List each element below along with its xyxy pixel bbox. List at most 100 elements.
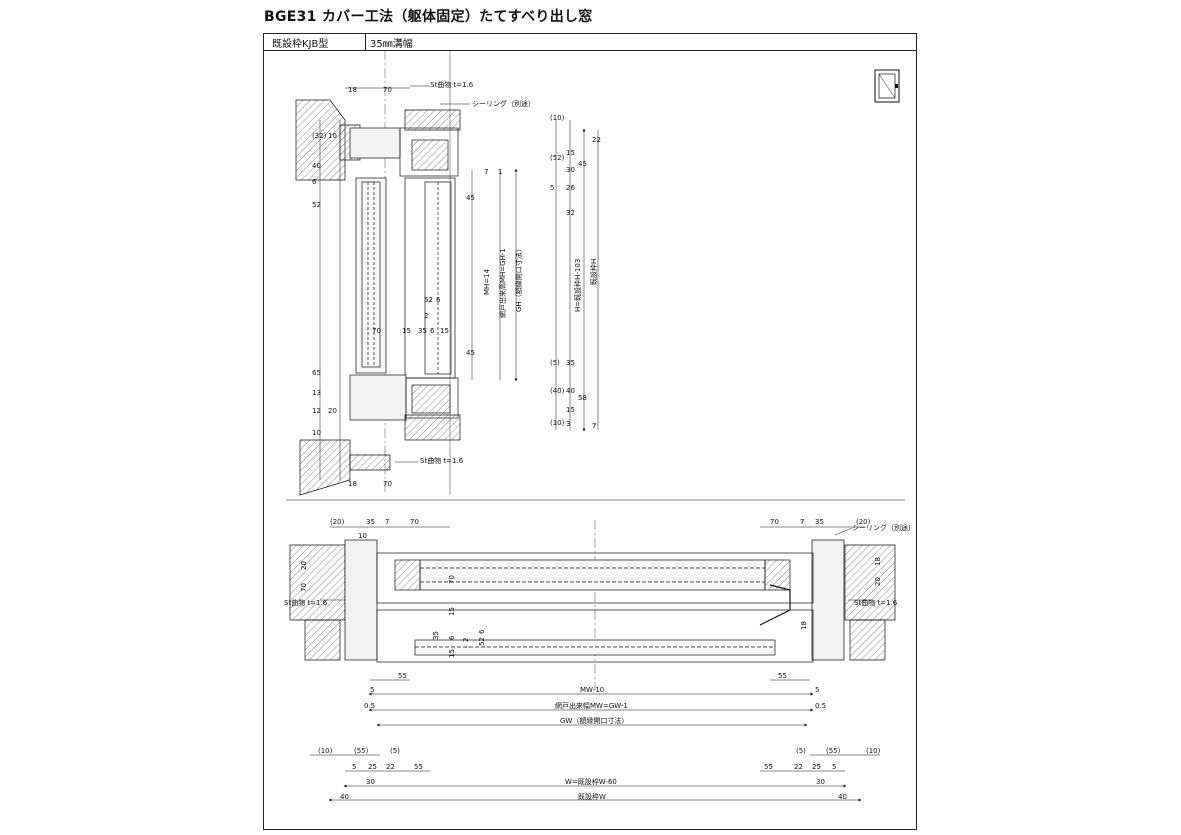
svg-text:10: 10 bbox=[358, 532, 367, 540]
svg-text:70: 70 bbox=[300, 583, 308, 592]
svg-text:52: 52 bbox=[478, 637, 486, 646]
svg-text:既設枠H: 既設枠H bbox=[589, 259, 598, 285]
h-top-left-dims: (20) 35 7 70 10 bbox=[330, 518, 419, 540]
svg-text:MH=14: MH=14 bbox=[483, 268, 491, 295]
svg-text:25: 25 bbox=[812, 763, 821, 771]
dim-inner-6: 6 bbox=[436, 296, 441, 304]
spec-header: 既設枠KJB型 35㎜溝幅 bbox=[264, 34, 916, 51]
svg-text:58: 58 bbox=[578, 394, 587, 402]
h-inner-dims: 70 15 35 6 2 15 52 6 18 bbox=[432, 575, 808, 658]
h-row4-left: (10) (55) (5) bbox=[318, 747, 400, 755]
svg-text:70: 70 bbox=[770, 518, 779, 526]
svg-text:(5): (5) bbox=[550, 359, 560, 367]
svg-text:18: 18 bbox=[800, 621, 808, 630]
vertical-label-screen-h: 網戸出来高MH=GH-1 bbox=[498, 248, 507, 318]
svg-text:6: 6 bbox=[478, 629, 486, 634]
svg-text:(5): (5) bbox=[390, 747, 400, 755]
h-row6-right: 30 bbox=[816, 778, 825, 786]
dim-left-40: 40 bbox=[312, 162, 321, 170]
dim-inner-35: 35 bbox=[418, 327, 427, 335]
svg-text:H=既設枠H-103: H=既設枠H-103 bbox=[573, 259, 582, 312]
h-row7-label: 既設枠W bbox=[578, 792, 606, 801]
svg-text:30: 30 bbox=[566, 166, 575, 174]
h-sealing-callout: シーリング（別途） bbox=[852, 523, 915, 532]
svg-text:20: 20 bbox=[300, 561, 308, 570]
dim-top-18: 18 bbox=[348, 86, 357, 94]
svg-text:22: 22 bbox=[592, 136, 601, 144]
dim-left-6: 6 bbox=[312, 178, 317, 186]
dim-left-20: 20 bbox=[328, 407, 337, 415]
h-row7-left: 40 bbox=[340, 793, 349, 801]
svg-text:7: 7 bbox=[385, 518, 389, 526]
svg-text:(20): (20) bbox=[330, 518, 345, 526]
svg-text:(10): (10) bbox=[318, 747, 333, 755]
h-st-left-callout: St曲物 t=1.6 bbox=[284, 598, 328, 607]
frame-type-label: 既設枠KJB型 bbox=[272, 39, 329, 50]
svg-text:32: 32 bbox=[566, 209, 575, 217]
svg-text:35: 35 bbox=[432, 631, 440, 640]
svg-text:35: 35 bbox=[366, 518, 375, 526]
window-elevation-icon bbox=[874, 69, 900, 103]
h-row2-right: 0.5 bbox=[815, 702, 826, 710]
svg-text:2: 2 bbox=[462, 638, 470, 642]
svg-text:45: 45 bbox=[578, 160, 587, 168]
h-row7-right: 40 bbox=[838, 793, 847, 801]
horizontal-section-labels: シーリング（別途） St曲物 t=1.6 St曲物 t=1.6 (20) 35 … bbox=[284, 518, 915, 801]
h-dim-55-left: 55 bbox=[398, 672, 407, 680]
page-title: BGE31 カバー工法（躯体固定）たてすべり出し窓 bbox=[264, 9, 593, 25]
h-row1-left: 5 bbox=[370, 686, 374, 694]
h-row2-left: 0.5 bbox=[364, 702, 375, 710]
h-row6-label: W=既設枠W-60 bbox=[565, 777, 617, 786]
h-row3-label: GW（額縁開口寸法） bbox=[560, 716, 628, 725]
inner-dims: 52 6 2 70 15 35 6 15 bbox=[372, 296, 449, 335]
drawing-frame: 既設枠KJB型 35㎜溝幅 bbox=[263, 33, 917, 830]
svg-text:22: 22 bbox=[386, 763, 395, 771]
dim-bottom-18: 18 bbox=[348, 480, 357, 488]
svg-text:40: 40 bbox=[566, 387, 575, 395]
svg-text:網戸出来高MH=GH-1: 網戸出来高MH=GH-1 bbox=[498, 248, 507, 318]
dim-inner-15: 15 bbox=[402, 327, 411, 335]
svg-text:22: 22 bbox=[794, 763, 803, 771]
st-top-callout: St曲物 t=1.6 bbox=[430, 80, 474, 89]
svg-text:(10): (10) bbox=[550, 419, 565, 427]
dim-left-52: 52 bbox=[312, 201, 321, 209]
svg-text:55: 55 bbox=[764, 763, 773, 771]
svg-text:15: 15 bbox=[448, 649, 456, 658]
svg-text:35: 35 bbox=[566, 359, 575, 367]
vertical-label-existing-h: 既設枠H bbox=[589, 259, 598, 285]
dim-left-13: 13 bbox=[312, 389, 321, 397]
svg-text:(55): (55) bbox=[354, 747, 369, 755]
svg-text:15: 15 bbox=[566, 406, 575, 414]
dim-inner-70: 70 bbox=[372, 327, 381, 335]
svg-text:7: 7 bbox=[800, 518, 804, 526]
dim-center-1: 1 bbox=[498, 168, 502, 176]
svg-text:70: 70 bbox=[410, 518, 419, 526]
center-dims: 7 45 45 1 bbox=[466, 168, 502, 357]
svg-text:(52): (52) bbox=[550, 154, 565, 162]
svg-text:5: 5 bbox=[832, 763, 836, 771]
h-row6-left: 30 bbox=[366, 778, 375, 786]
right-dims-c: 22 45 58 7 bbox=[578, 136, 601, 430]
right-dims-b: 15 30 26 32 35 40 15 3 bbox=[566, 149, 575, 428]
dim-center-45b: 45 bbox=[466, 349, 475, 357]
right-dims-a: (10) (52) 5 (5) (40) (10) bbox=[550, 114, 565, 427]
svg-text:(20): (20) bbox=[856, 518, 871, 526]
h-top-right-dims: 70 7 35 (20) bbox=[770, 518, 871, 526]
svg-text:(55): (55) bbox=[826, 747, 841, 755]
h-side-left-dims: 70 20 bbox=[300, 561, 308, 592]
h-row1-right: 5 bbox=[815, 686, 819, 694]
svg-text:GH（額縁開口寸法）: GH（額縁開口寸法） bbox=[514, 245, 523, 312]
dim-left-10: 10 bbox=[328, 132, 337, 140]
dim-top-70: 70 bbox=[383, 86, 392, 94]
vertical-label-gh: GH（額縁開口寸法） bbox=[514, 245, 523, 312]
dim-center-7: 7 bbox=[484, 168, 488, 176]
dim-left-65: 65 bbox=[312, 369, 321, 377]
header-divider bbox=[365, 34, 366, 50]
svg-text:(10): (10) bbox=[866, 747, 881, 755]
svg-text:(5): (5) bbox=[796, 747, 806, 755]
vertical-label-mh: MH=14 bbox=[483, 268, 491, 295]
vertical-section-labels: St曲物 t=1.6 シーリング（別途） St曲物 t=1.6 18 70 18… bbox=[312, 80, 601, 488]
h-row5-right: 55 22 25 5 bbox=[764, 763, 836, 771]
h-side-right-dims: 18 20 bbox=[874, 557, 882, 586]
